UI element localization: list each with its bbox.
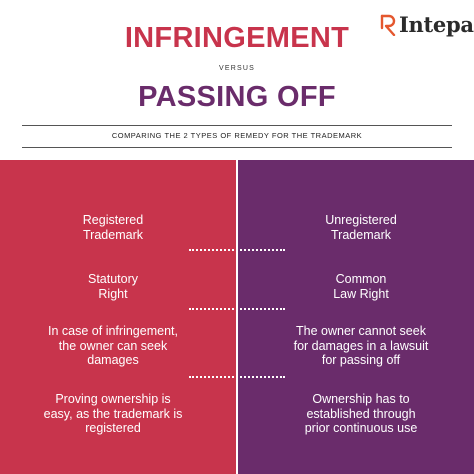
top-rule (22, 125, 452, 126)
bottom-rule (22, 147, 452, 148)
infringement-point-3: In case of infringement,the owner can se… (48, 324, 178, 367)
row-connector-1 (189, 249, 285, 251)
passing-off-panel (238, 160, 474, 474)
title-infringement: INFRINGEMENT (124, 22, 350, 54)
intepat-logo-icon (380, 14, 396, 36)
logo-text: Intepat (399, 12, 474, 37)
row-connector-2 (189, 308, 285, 310)
title-passing-off: PASSING OFF (138, 81, 336, 113)
subtitle: COMPARING THE 2 TYPES OF REMEDY FOR THE … (111, 131, 363, 140)
versus-label: VERSUS (219, 65, 255, 72)
row-connector-3 (189, 376, 285, 378)
center-divider (236, 160, 238, 474)
logo: Intepat (380, 12, 474, 37)
infringement-panel (0, 160, 236, 474)
